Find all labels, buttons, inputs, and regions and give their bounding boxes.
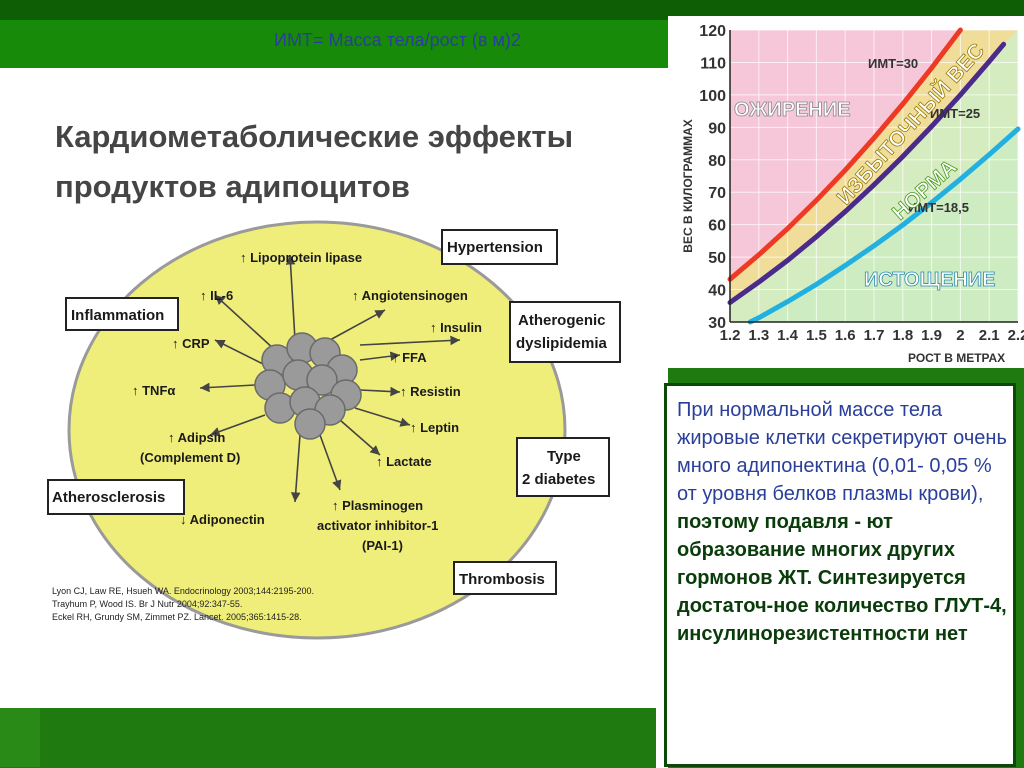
corner-block bbox=[0, 705, 40, 767]
outcome-inflammation-box bbox=[65, 297, 179, 331]
adipocyte-cluster bbox=[254, 332, 362, 440]
series-label-0: ИМТ=30 bbox=[868, 56, 918, 71]
x-tick-label: 1.9 bbox=[921, 327, 942, 344]
y-tick-label: 50 bbox=[708, 250, 726, 267]
outcome-atherosclerosis-box bbox=[47, 479, 185, 515]
secretion-pai1-b: activator inhibitor-1 bbox=[317, 518, 438, 533]
reference-3: Eckel RH, Grundy SM, Zimmet PZ. Lancet. … bbox=[52, 612, 302, 622]
explanation-bold: поэтому подавля - ют образование многих … bbox=[677, 511, 1007, 645]
y-tick-label: 90 bbox=[708, 120, 726, 137]
secretion-insulin: ↑ Insulin bbox=[430, 320, 482, 335]
secretion-lactate: ↑ Lactate bbox=[376, 454, 432, 469]
x-tick-label: 2.1 bbox=[979, 327, 1000, 344]
secretion-angiotensinogen: ↑ Angiotensinogen bbox=[352, 288, 468, 303]
y-tick-label: 80 bbox=[708, 153, 726, 170]
y-tick-label: 40 bbox=[708, 283, 726, 300]
outcome-type: Type bbox=[547, 448, 581, 465]
outcome-hypertension: Hypertension bbox=[447, 239, 543, 256]
outcome-atherosclerosis: Atherosclerosis bbox=[52, 489, 165, 506]
reference-1: Lyon CJ, Law RE, Hsueh WA. Endocrinology… bbox=[52, 586, 314, 596]
y-tick-label: 70 bbox=[708, 185, 726, 202]
outcome-thrombosis-box bbox=[453, 561, 557, 595]
references: Lyon CJ, Law RE, Hsueh WA. Endocrinology… bbox=[52, 585, 314, 624]
outcome-hypertension-box bbox=[441, 229, 558, 265]
y-tick-label: 110 bbox=[700, 55, 726, 72]
explanation-text: При нормальной массе тела жировые клетки… bbox=[677, 396, 1007, 648]
x-axis-title: РОСТ В МЕТРАХ bbox=[908, 351, 1005, 365]
explanation-plasma-note: (0,01- 0,05 % от уровня белков плазмы кр… bbox=[677, 455, 992, 505]
secretion-ffa: ↑ FFA bbox=[392, 350, 427, 365]
outcome-dyslipidemia-box bbox=[509, 301, 621, 363]
secretion-crp: ↑ CRP bbox=[172, 336, 210, 351]
outcome-diabetes-box bbox=[516, 437, 610, 497]
secretion-pai1-c: (PAI-1) bbox=[362, 538, 403, 553]
series-label-1: ИМТ=25 bbox=[930, 106, 980, 121]
series-line-bmi18 bbox=[747, 126, 1021, 325]
y-tick-label: 30 bbox=[708, 315, 726, 332]
secretion-complement-d: (Complement D) bbox=[140, 450, 240, 465]
slide-title: Кардиометаболические эффекты продуктов а… bbox=[55, 112, 645, 212]
secretion-pai1-a: ↑ Plasminogen bbox=[332, 498, 423, 513]
x-tick-label: 1.6 bbox=[835, 327, 856, 344]
secretion-adipsin: ↑ Adipsin bbox=[168, 430, 225, 445]
y-axis-title: ВЕС В КИЛОГРАММАХ bbox=[681, 119, 695, 252]
outcome-inflammation: Inflammation bbox=[71, 307, 164, 324]
secretion-adiponectin: ↓ Adiponectin bbox=[180, 512, 265, 527]
header-band bbox=[0, 0, 1024, 20]
x-tick-label: 1.3 bbox=[748, 327, 769, 344]
bmi-formula: ИМТ= Масса тела/рост (в м)2 bbox=[274, 30, 521, 50]
y-tick-label: 100 bbox=[699, 88, 726, 105]
series-line-bmi25 bbox=[727, 41, 1007, 305]
outcome-atherogenic: Atherogenic bbox=[518, 312, 606, 329]
explanation-panel: При нормальной массе тела жировые клетки… bbox=[664, 383, 1016, 767]
secretion-il6: ↑ IL-6 bbox=[200, 288, 233, 303]
outcome-thrombosis: Thrombosis bbox=[459, 571, 545, 588]
adipocyte-diagram: ↑ Lipoprotein lipase ↑ IL-6 ↑ Angiotensi… bbox=[47, 220, 621, 640]
secretion-tnf: ↑ TNFα bbox=[132, 383, 175, 398]
x-tick-label: 1.7 bbox=[864, 327, 885, 344]
x-tick-label: 1.5 bbox=[806, 327, 827, 344]
zone-label-3: ИСТОЩЕНИЕ bbox=[864, 269, 995, 291]
x-tick-label: 2.2 bbox=[1008, 327, 1024, 344]
y-tick-label: 120 bbox=[699, 23, 726, 40]
title-line-2: продуктов адипоцитов bbox=[55, 169, 410, 204]
series-label-2: ИМТ=18,5 bbox=[908, 200, 969, 215]
secretion-lipoprotein-lipase: ↑ Lipoprotein lipase bbox=[240, 250, 362, 265]
outcome-dyslipidemia: dyslipidemia bbox=[516, 335, 608, 352]
x-tick-label: 2 bbox=[956, 327, 964, 344]
explanation-normal: При нормальной массе тела жировые клетки… bbox=[677, 399, 1007, 477]
x-tick-label: 1.2 bbox=[720, 327, 741, 344]
outcome-diabetes: 2 diabetes bbox=[522, 471, 595, 488]
y-tick-label: 60 bbox=[708, 218, 726, 235]
secretion-resistin: ↑ Resistin bbox=[400, 384, 461, 399]
title-line-1: Кардиометаболические эффекты bbox=[55, 119, 574, 154]
x-tick-label: 1.8 bbox=[892, 327, 913, 344]
x-tick-label: 1.4 bbox=[777, 327, 799, 344]
reference-2: Trayhum P, Wood IS. Br J Nutr 2004;92:34… bbox=[52, 599, 243, 609]
secretion-leptin: ↑ Leptin bbox=[410, 420, 459, 435]
series-line-bmi30 bbox=[727, 27, 963, 282]
arrows bbox=[199, 254, 461, 503]
zone-label-0: ОЖИРЕНИЕ bbox=[734, 99, 851, 121]
